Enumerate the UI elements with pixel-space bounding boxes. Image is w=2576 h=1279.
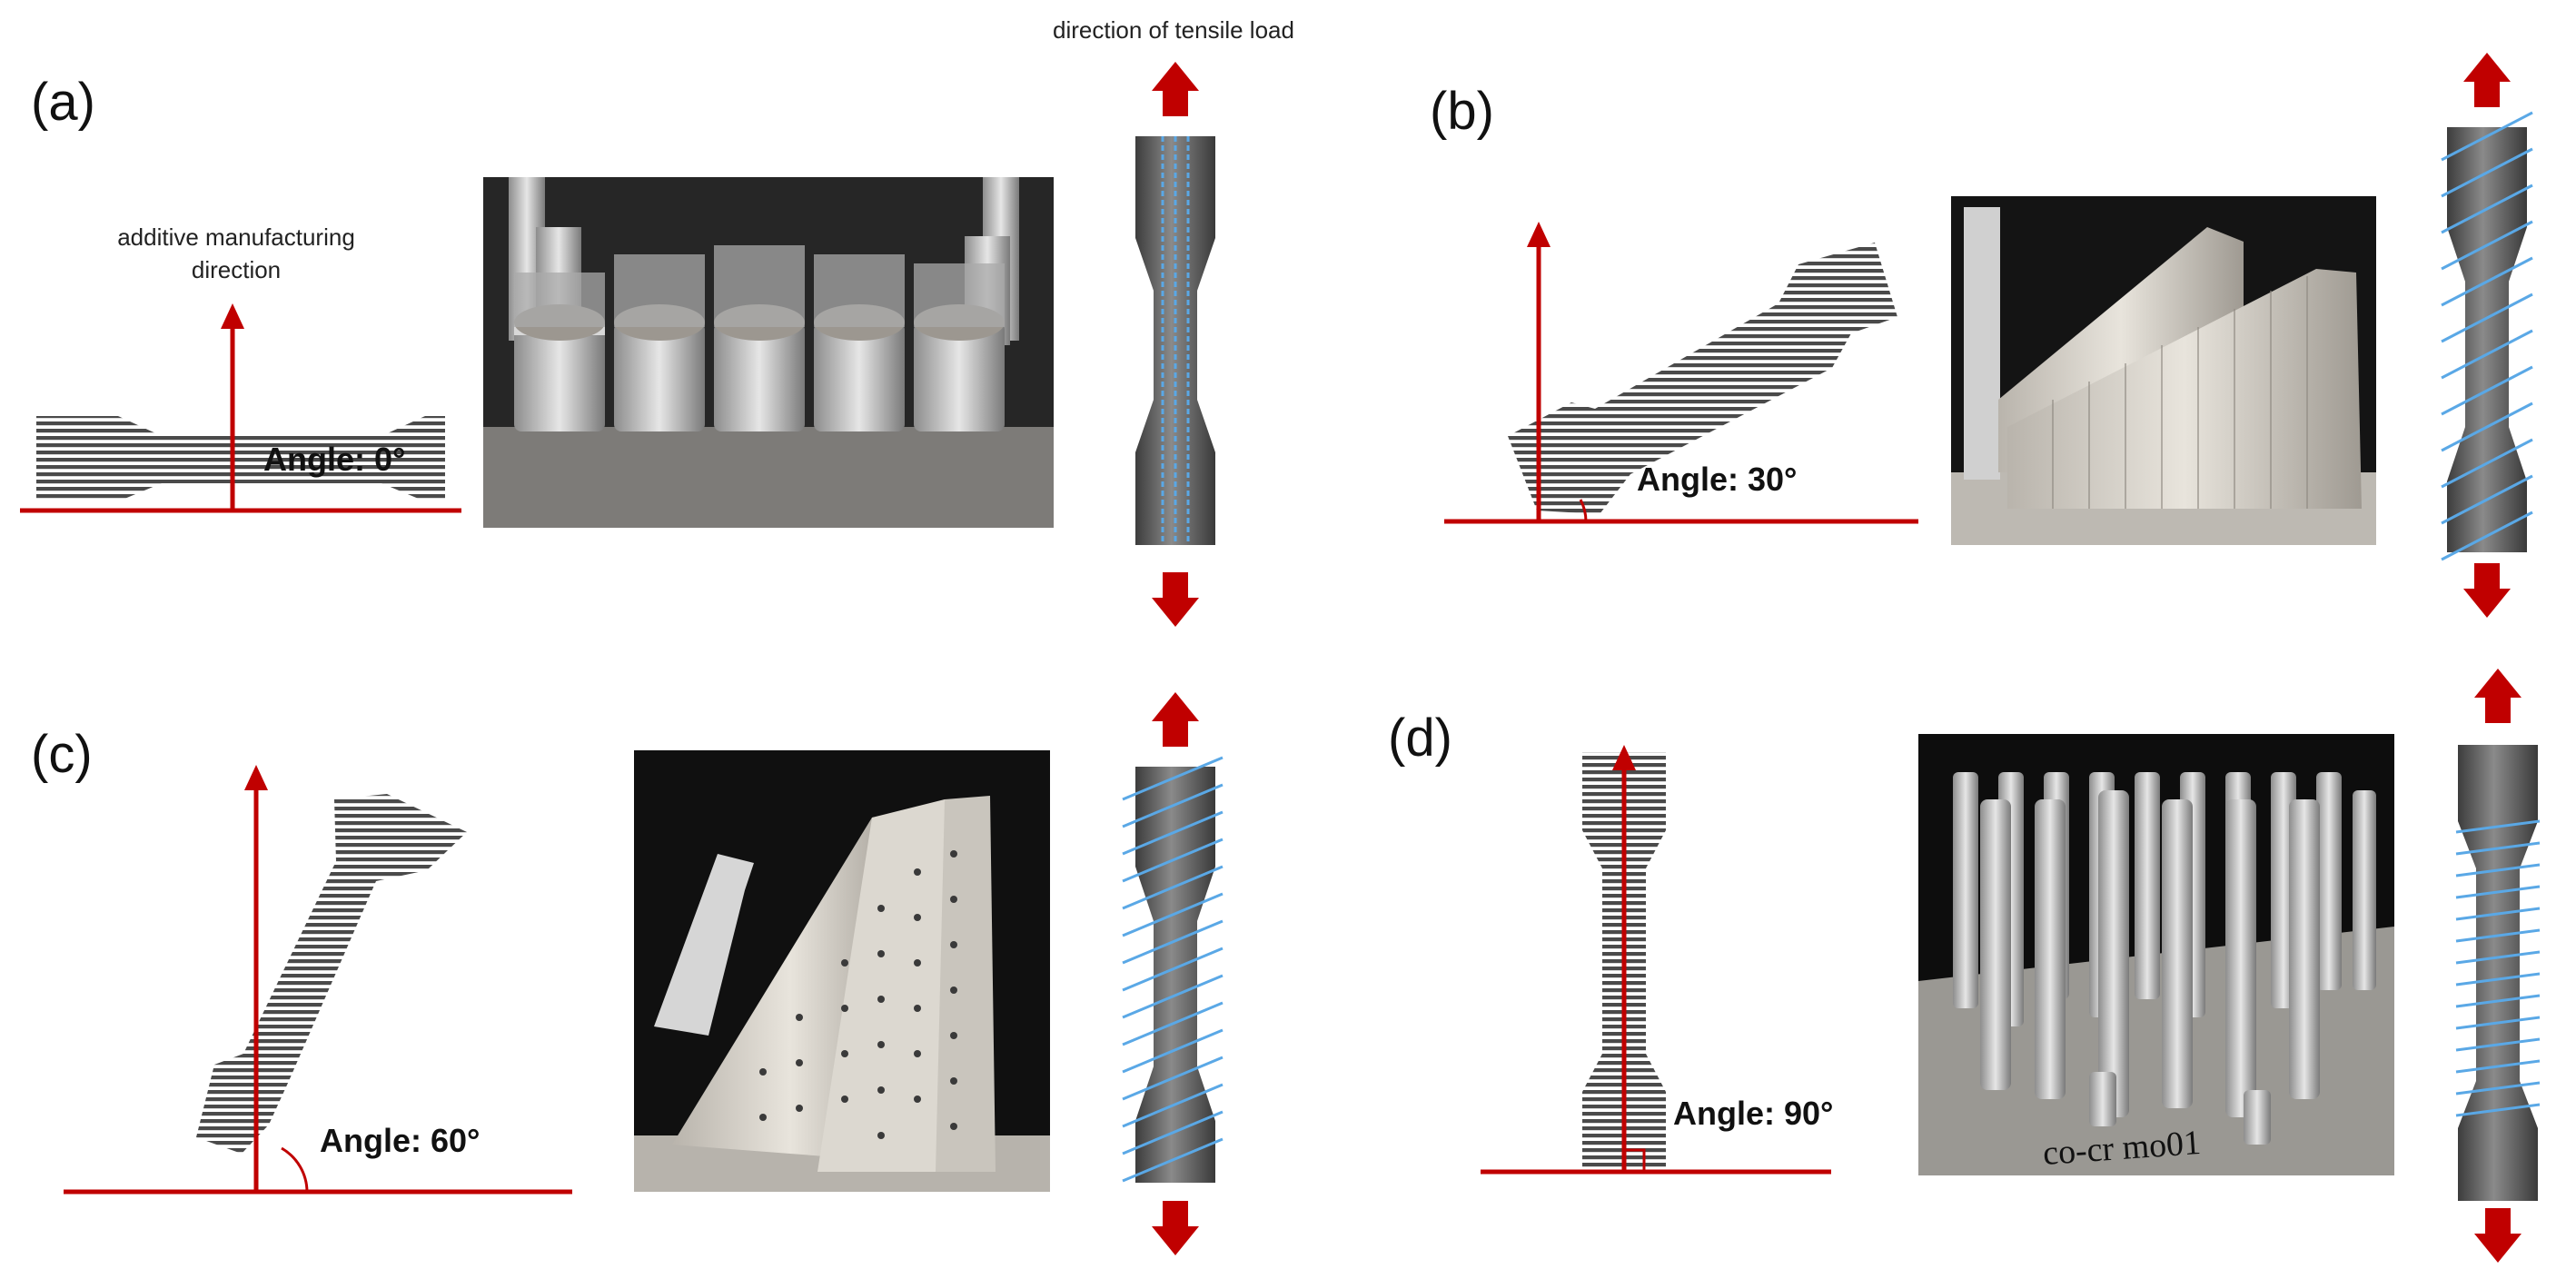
layer-lines-d — [2455, 819, 2541, 1117]
photo-d: co-cr mo01 — [1918, 734, 2394, 1175]
load-arrow-down-a — [1152, 572, 1199, 627]
layer-lines-a — [1161, 136, 1190, 545]
am-direction-label-line2: direction — [192, 256, 281, 283]
tensile-bar-c — [1122, 692, 1224, 1255]
photo-a — [483, 177, 1054, 528]
specimen-a — [36, 416, 445, 501]
build-direction-arrowhead-c — [244, 765, 268, 790]
load-arrow-up-d — [2474, 669, 2522, 723]
angle-label-a: Angle: 0° — [263, 441, 405, 478]
angle-label-d: Angle: 90° — [1673, 1095, 1833, 1132]
panel-label-c: (c) — [31, 725, 93, 784]
build-direction-arrowhead-b — [1527, 222, 1551, 247]
load-arrow-up-c — [1152, 692, 1199, 747]
angle-label-b: Angle: 30° — [1637, 461, 1797, 498]
panel-label-a: (a) — [31, 73, 95, 132]
specimen-c — [196, 794, 467, 1154]
load-arrow-down-c — [1152, 1201, 1199, 1255]
vertical-specimens-d — [1953, 772, 2376, 1145]
schematic-b: Angle: 30° — [1444, 222, 1918, 524]
tensile-specimen-c — [1135, 767, 1215, 1183]
load-arrow-up-b — [2463, 53, 2511, 107]
layer-lines-c — [1122, 756, 1224, 1183]
angle-arc-c — [281, 1146, 309, 1193]
panel-label-d: (d) — [1388, 709, 1452, 768]
panel-label-b: (b) — [1430, 82, 1494, 141]
printed-specimens-a — [509, 177, 1019, 431]
build-direction-arrowhead-a — [221, 303, 244, 329]
load-arrow-down-b — [2463, 563, 2511, 618]
photo-b — [1951, 196, 2376, 545]
porosity-dots-c — [759, 850, 957, 1139]
layer-lines-b — [2441, 111, 2533, 561]
tensile-bar-d — [2455, 669, 2541, 1263]
tensile-specimen-d — [2458, 745, 2538, 1201]
angle-label-c: Angle: 60° — [320, 1122, 480, 1159]
specimen-b — [1508, 243, 1897, 514]
tensile-bar-b — [2441, 53, 2533, 618]
tensile-bar-a — [1135, 62, 1215, 627]
load-arrow-down-d — [2474, 1208, 2522, 1263]
build-direction-arrowhead-d — [1612, 745, 1636, 770]
schematic-c: Angle: 60° — [64, 765, 572, 1195]
schematic-a: Angle: 0° — [20, 303, 461, 513]
load-arrow-up-a — [1152, 62, 1199, 116]
angle-arc-b — [1579, 499, 1588, 522]
photo-c — [634, 750, 1050, 1192]
angle-marker-d — [1624, 1148, 1646, 1172]
am-direction-label-line1: additive manufacturing — [117, 223, 355, 251]
schematic-d: Angle: 90° — [1481, 745, 1833, 1175]
tensile-load-label: direction of tensile load — [1053, 16, 1294, 44]
